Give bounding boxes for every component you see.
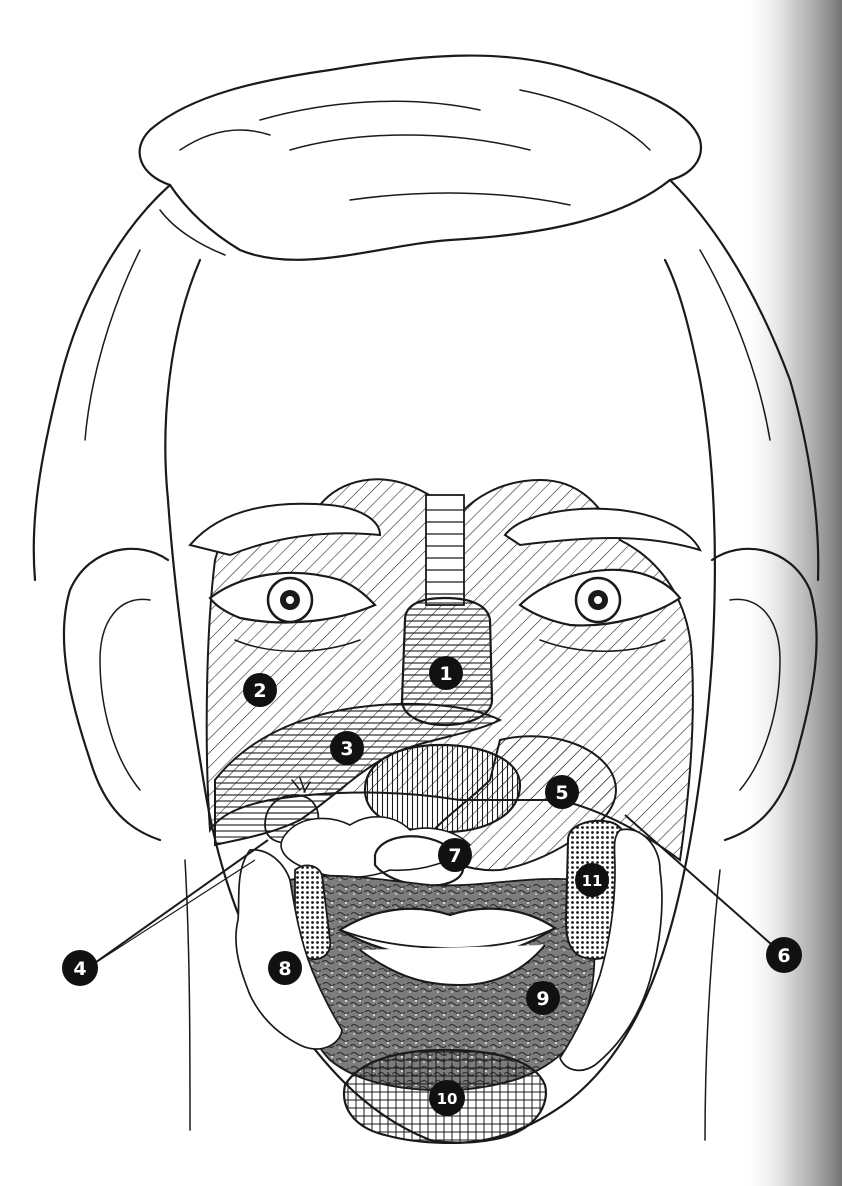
label-2-text: 2 (253, 680, 266, 702)
label-badge-8: 8 (268, 951, 302, 985)
label-badge-6: 6 (766, 937, 802, 973)
label-7-text: 7 (448, 845, 461, 867)
label-1-text: 1 (439, 663, 452, 685)
left-ear (64, 549, 168, 840)
nasal-bridge (426, 495, 464, 605)
leader-line-4b (92, 860, 255, 965)
label-badge-2: 2 (243, 673, 277, 707)
label-3-text: 3 (340, 738, 353, 760)
label-5-text: 5 (555, 782, 568, 804)
label-10-text: 10 (437, 1090, 458, 1108)
label-badge-1: 1 (429, 656, 463, 690)
label-badge-10: 10 (429, 1080, 465, 1116)
label-badge-4: 4 (62, 950, 98, 986)
label-9-text: 9 (536, 988, 549, 1010)
label-badge-7: 7 (438, 838, 472, 872)
label-11-text: 11 (582, 872, 603, 890)
label-badge-11: 11 (575, 863, 609, 897)
label-6-text: 6 (777, 945, 790, 967)
label-badge-3: 3 (330, 731, 364, 765)
scan-edge-shadow (740, 0, 842, 1186)
label-badge-5: 5 (545, 775, 579, 809)
label-4-text: 4 (73, 958, 86, 980)
label-8-text: 8 (278, 958, 291, 980)
label-badge-9: 9 (526, 981, 560, 1015)
